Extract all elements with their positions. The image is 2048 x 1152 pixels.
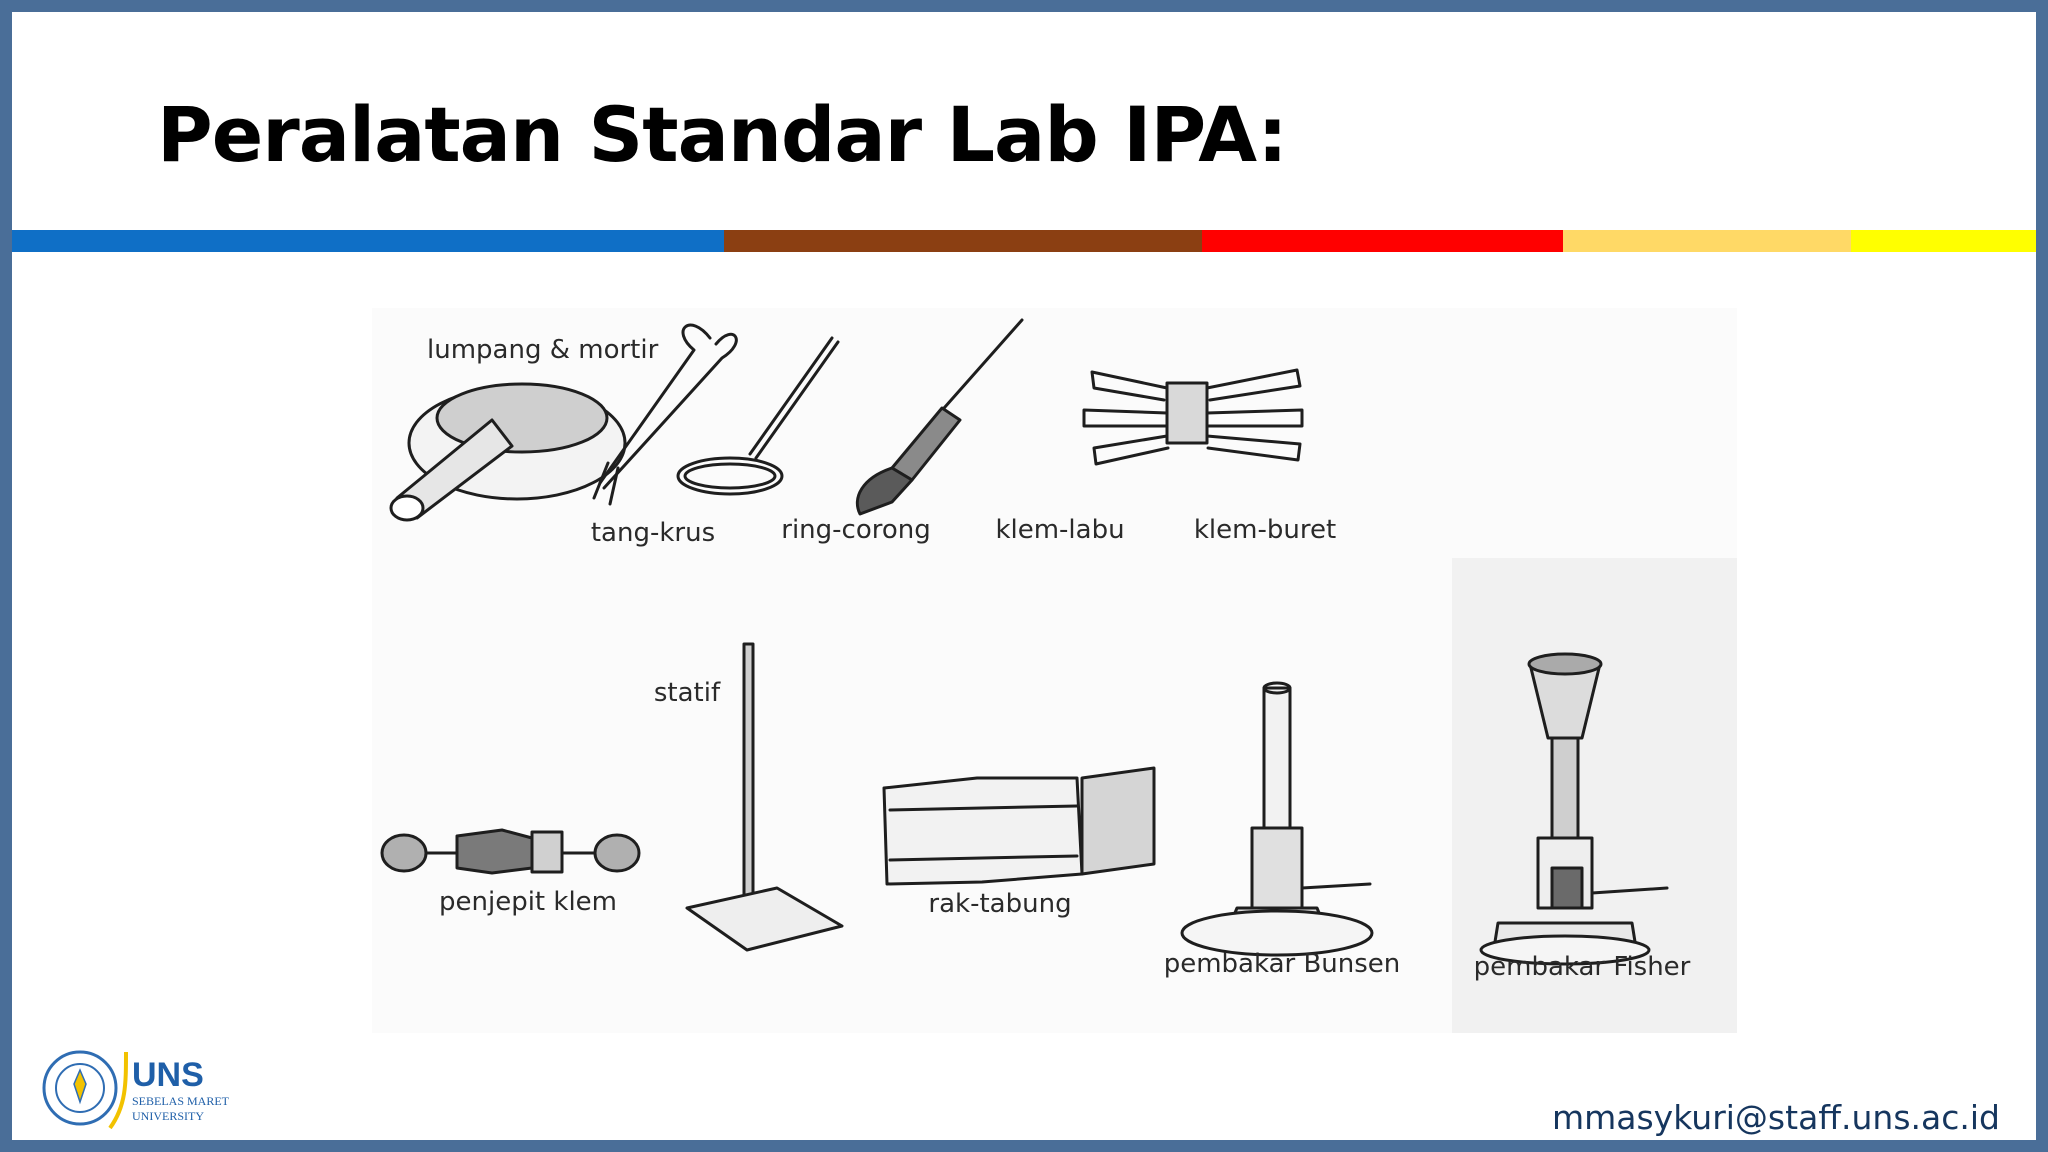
label-rak-tabung: rak-tabung: [928, 889, 1071, 919]
label-tang-krus: tang-krus: [591, 518, 715, 548]
bunsen-burner-icon: [1180, 681, 1374, 957]
uns-seal-icon: [42, 1050, 118, 1126]
color-stripe: [12, 230, 2036, 252]
lab-equipment-illustration: lumpang & mortir tang-krus ring-corong k…: [372, 308, 1737, 1033]
ring-stand-icon: [676, 336, 840, 496]
retort-stand-icon: [685, 642, 844, 952]
label-penjepit-klem: penjepit klem: [439, 887, 617, 917]
logo-line-1: SEBELAS MARET: [132, 1094, 230, 1108]
label-pembakar-fisher: pembakar Fisher: [1474, 952, 1691, 982]
test-tube-rack-icon: [882, 766, 1156, 886]
crucible-tongs-icon: [592, 323, 738, 506]
stripe-segment-yellow: [1851, 230, 2036, 252]
contact-email: mmasykuri@staff.uns.ac.id: [1551, 1098, 2000, 1137]
stripe-segment-peach: [1563, 230, 1851, 252]
fisher-burner-icon: [1479, 652, 1669, 966]
clamp-holder-icon: [380, 828, 641, 875]
burette-clamp-icon: [1082, 368, 1304, 466]
mortar-pestle-icon: [389, 382, 627, 522]
label-klem-buret: klem-buret: [1194, 515, 1336, 545]
uns-logo: UNS SEBELAS MARET UNIVERSITY: [40, 1044, 240, 1140]
stripe-segment-blue: [12, 230, 724, 252]
stripe-segment-red: [1202, 230, 1563, 252]
stripe-segment-brown: [724, 230, 1202, 252]
uns-logo-graphic: UNS SEBELAS MARET UNIVERSITY: [42, 1050, 230, 1130]
slide-title: Peralatan Standar Lab IPA:: [157, 90, 1288, 179]
logo-line-2: UNIVERSITY: [132, 1109, 204, 1123]
label-klem-labu: klem-labu: [995, 515, 1124, 545]
flask-clamp-icon: [855, 318, 1024, 516]
logo-swoosh: [108, 1051, 128, 1130]
label-pembakar-bunsen: pembakar Bunsen: [1164, 949, 1401, 979]
label-ring-corong: ring-corong: [781, 515, 931, 545]
logo-name: UNS: [132, 1056, 204, 1094]
label-lumpang-mortir: lumpang & mortir: [427, 335, 659, 365]
label-statif: statif: [654, 678, 721, 708]
equipment-drawing: lumpang & mortir tang-krus ring-corong k…: [372, 308, 1737, 1033]
